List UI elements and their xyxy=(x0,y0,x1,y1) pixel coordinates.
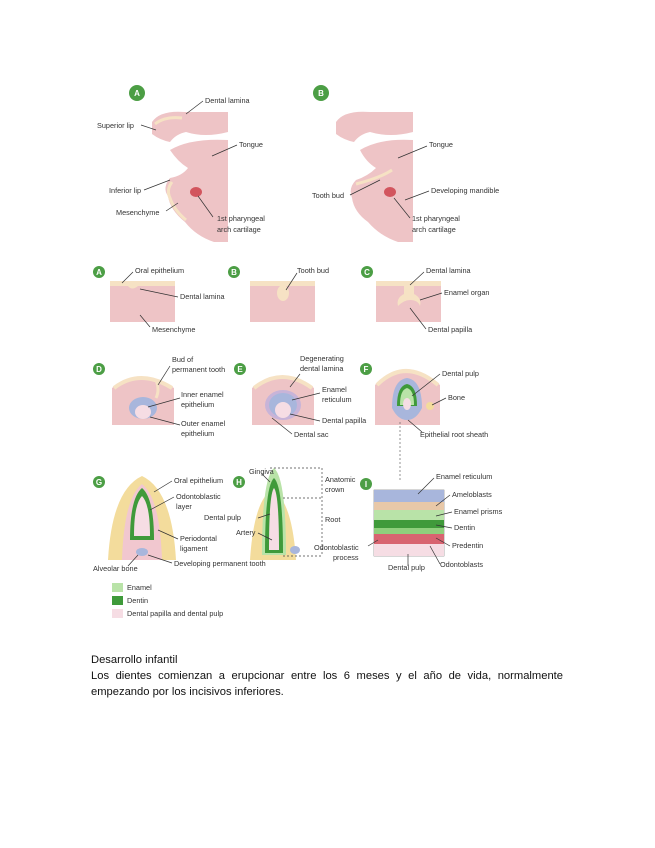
label-stage-h-dental-pulp: Dental pulp xyxy=(204,513,241,522)
label-cartilage-a-2: arch cartilage xyxy=(217,225,261,234)
badge-stage-b: B xyxy=(231,268,237,277)
label-stage-g-odonto-2: layer xyxy=(176,502,192,511)
label-stage-e-enamel-1: Enamel xyxy=(322,385,347,394)
label-stage-f-bone: Bone xyxy=(448,393,465,402)
label-stage-g-perio-2: ligament xyxy=(180,544,208,553)
label-stage-c-dental-papilla: Dental papilla xyxy=(428,325,473,334)
label-stage-h-gingiva: Gingiva xyxy=(249,467,275,476)
badge-top-a-text: A xyxy=(134,89,140,98)
label-stage-a-dental-lamina: Dental lamina xyxy=(180,292,226,301)
label-cartilage-b-1: 1st pharyngeal xyxy=(412,214,460,223)
label-tooth-bud-b: Tooth bud xyxy=(312,191,344,200)
cartilage-b xyxy=(384,187,396,197)
upper-jaw-shape xyxy=(152,112,228,142)
badge-stage-g: G xyxy=(96,478,102,487)
label-stage-d-outer-2: epithelium xyxy=(181,429,214,438)
legend-label-pulp: Dental papilla and dental pulp xyxy=(127,609,223,618)
body-paragraph: Los dientes comienzan a erupcionar entre… xyxy=(91,668,563,700)
label-stage-i-enamel-prisms: Enamel prisms xyxy=(454,507,503,516)
cartilage-a xyxy=(190,187,202,197)
legend-swatch-dentin xyxy=(112,596,123,605)
label-stage-d-inner-2: epithelium xyxy=(181,400,214,409)
stage-c: C Dental lamina Enamel organ Dental papi… xyxy=(361,266,489,334)
label-stage-g-developing-permanent: Developing permanent tooth xyxy=(174,559,266,568)
label-stage-i-predentin: Predentin xyxy=(452,541,483,550)
badge-stage-i: I xyxy=(365,480,367,489)
upper-jaw-shape-b xyxy=(336,112,413,142)
label-inferior-lip: Inferior lip xyxy=(109,186,141,195)
label-mesenchyme-a: Mesenchyme xyxy=(116,208,159,217)
label-cartilage-b-2: arch cartilage xyxy=(412,225,456,234)
label-tongue-a: Tongue xyxy=(239,140,263,149)
badge-stage-a: A xyxy=(96,268,102,277)
stage-e: E Degenerating dental lamina Enamel reti… xyxy=(234,354,367,439)
label-stage-i-enamel-reticulum: Enamel reticulum xyxy=(436,472,492,481)
label-stage-h-artery: Artery xyxy=(236,528,256,537)
panel-top-a: A Dental lamina Superior lip Tongue Infe… xyxy=(97,85,265,242)
stage-g: G Oral epithelium Odontoblastic layer Pe… xyxy=(93,476,266,573)
label-stage-h-anatomic-1: Anatomic xyxy=(325,475,356,484)
label-stage-d-bud-1: Bud of xyxy=(172,355,194,364)
label-tongue-b: Tongue xyxy=(429,140,453,149)
label-stage-g-odonto-1: Odontoblastic xyxy=(176,492,221,501)
label-stage-c-enamel-organ: Enamel organ xyxy=(444,288,489,297)
label-dental-lamina-a: Dental lamina xyxy=(205,96,251,105)
badge-stage-c: C xyxy=(364,268,370,277)
label-stage-i-dental-pulp: Dental pulp xyxy=(388,563,425,572)
badge-stage-d: D xyxy=(96,365,102,374)
stage-d: D Bud of permanent tooth Inner enamel ep… xyxy=(93,355,226,438)
label-stage-a-mesenchyme: Mesenchyme xyxy=(152,325,195,334)
label-stage-e-enamel-2: reticulum xyxy=(322,395,352,404)
badge-stage-f: F xyxy=(364,365,369,374)
label-stage-e-dental-sac: Dental sac xyxy=(294,430,329,439)
label-stage-d-outer-1: Outer enamel xyxy=(181,419,226,428)
label-stage-h-root: Root xyxy=(325,515,340,524)
label-stage-i-odontoblasts: Odontoblasts xyxy=(440,560,483,569)
label-stage-g-perio-1: Periodontal xyxy=(180,534,217,543)
legend-swatch-enamel xyxy=(112,583,123,592)
label-stage-f-root-sheath: Epithelial root sheath xyxy=(420,430,488,439)
lower-jaw-shape-b xyxy=(351,140,413,242)
label-stage-d-bud-2: permanent tooth xyxy=(172,365,225,374)
badge-stage-h: H xyxy=(236,478,242,487)
label-stage-g-oral-epithelium: Oral epithelium xyxy=(174,476,223,485)
label-stage-i-odonto-2: process xyxy=(333,553,359,562)
label-developing-mandible: Developing mandible xyxy=(431,186,499,195)
label-stage-d-inner-1: Inner enamel xyxy=(181,390,224,399)
label-stage-i-dentin: Dentin xyxy=(454,523,475,532)
badge-stage-e: E xyxy=(237,365,243,374)
label-stage-i-ameloblasts: Ameloblasts xyxy=(452,490,492,499)
label-stage-i-odonto-1: Odontoblastic xyxy=(314,543,359,552)
stage-a: A Oral epithelium Dental lamina Mesenchy… xyxy=(93,266,226,334)
stage-f: F Dental pulp Bone Epithelial root sheat… xyxy=(360,363,488,480)
label-stage-g-alveolar-bone: Alveolar bone xyxy=(93,564,138,573)
legend-label-dentin: Dentin xyxy=(127,596,148,605)
label-stage-e-dental-papilla: Dental papilla xyxy=(322,416,367,425)
label-stage-f-dental-pulp: Dental pulp xyxy=(442,369,479,378)
tooth-development-figure: A Dental lamina Superior lip Tongue Infe… xyxy=(0,0,655,640)
badge-top-b-text: B xyxy=(318,89,324,98)
legend: Enamel Dentin Dental papilla and dental … xyxy=(112,583,223,618)
label-cartilage-a-1: 1st pharyngeal xyxy=(217,214,265,223)
document-text: Desarrollo infantil Los dientes comienza… xyxy=(91,652,563,700)
section-heading: Desarrollo infantil xyxy=(91,652,563,668)
label-stage-h-anatomic-2: crown xyxy=(325,485,344,494)
stage-b: B Tooth bud xyxy=(228,266,329,322)
label-stage-e-degen-2: dental lamina xyxy=(300,364,344,373)
legend-label-enamel: Enamel xyxy=(127,583,152,592)
label-stage-e-degen-1: Degenerating xyxy=(300,354,344,363)
label-stage-c-dental-lamina: Dental lamina xyxy=(426,266,472,275)
label-stage-b-tooth-bud: Tooth bud xyxy=(297,266,329,275)
label-superior-lip: Superior lip xyxy=(97,121,134,130)
label-stage-a-oral-epithelium: Oral epithelium xyxy=(135,266,184,275)
panel-top-b: B Tongue Tooth bud Developing mandible 1… xyxy=(312,85,499,242)
legend-swatch-pulp xyxy=(112,609,123,618)
